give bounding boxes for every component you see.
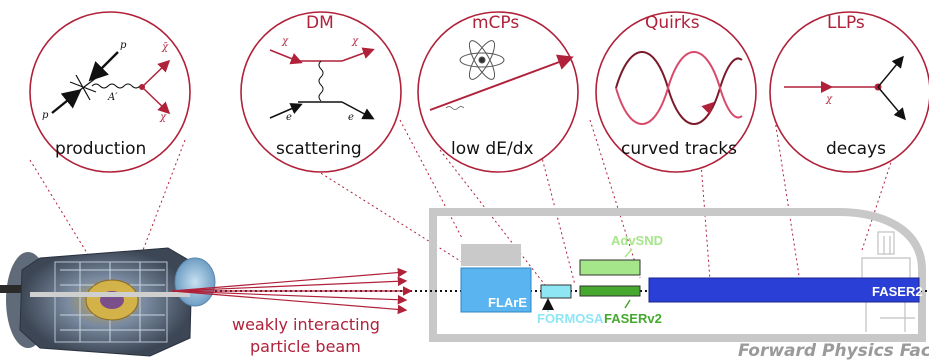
flare-detector	[460, 267, 532, 313]
formosa-label: FORMOSA	[537, 311, 604, 326]
advsnd-detector	[579, 259, 641, 276]
facility-label: Forward Physics Facility	[738, 341, 929, 361]
dm-title: DM	[306, 13, 334, 33]
chibar-label: χ̄	[161, 42, 169, 53]
formosa-detector	[540, 284, 572, 299]
circle-dm: DM χ χ e e scattering	[240, 11, 402, 173]
beam-label-line1: weakly interacting	[232, 315, 380, 334]
chi-label: χ	[159, 112, 167, 123]
faserv2-label: FASERv2	[604, 311, 662, 326]
llps-chi: χ	[825, 94, 833, 105]
atlas-detector	[0, 247, 216, 357]
beam-lines	[171, 267, 413, 315]
production-label: production	[55, 139, 146, 159]
dm-chi-out: χ	[351, 36, 359, 47]
flare-top-block	[461, 244, 521, 266]
dm-e-in: e	[286, 112, 292, 123]
faserv2-detector	[579, 285, 641, 297]
dm-label: scattering	[276, 139, 362, 159]
advsnd-label: AdvSND	[611, 233, 663, 248]
faser2-label: FASER2	[872, 284, 923, 299]
circle-mcps: mCPs low dE/dx	[417, 11, 579, 173]
quirks-label: curved tracks	[621, 139, 737, 159]
mcps-label: low dE/dx	[451, 139, 534, 159]
dm-chi-in: χ	[281, 36, 289, 47]
quirks-title: Quirks	[645, 13, 700, 33]
boson-label: A′	[107, 92, 118, 103]
dm-e-out: e	[348, 112, 354, 123]
circle-quirks: Quirks curved tracks	[595, 11, 757, 173]
faser2-detector	[648, 277, 920, 303]
llps-title: LLPs	[827, 13, 865, 33]
zoom-lines	[29, 119, 906, 286]
advsnd-arrow	[624, 248, 633, 258]
proton-label-1: p	[42, 110, 49, 121]
proton-label-2: p	[120, 40, 127, 51]
detectors: FLArE FORMOSA AdvSND FASERv2 FASER2	[460, 233, 923, 326]
circle-llps: LLPs χ decays	[769, 11, 929, 173]
beam-label-line2: particle beam	[250, 337, 361, 356]
llps-label: decays	[826, 139, 886, 159]
flare-label: FLArE	[488, 295, 527, 310]
atom-icon	[459, 40, 505, 80]
mcps-title: mCPs	[472, 13, 519, 33]
faserv2-arrow	[624, 299, 631, 309]
circle-production: p p A′ χ̄ χ production	[29, 11, 191, 173]
